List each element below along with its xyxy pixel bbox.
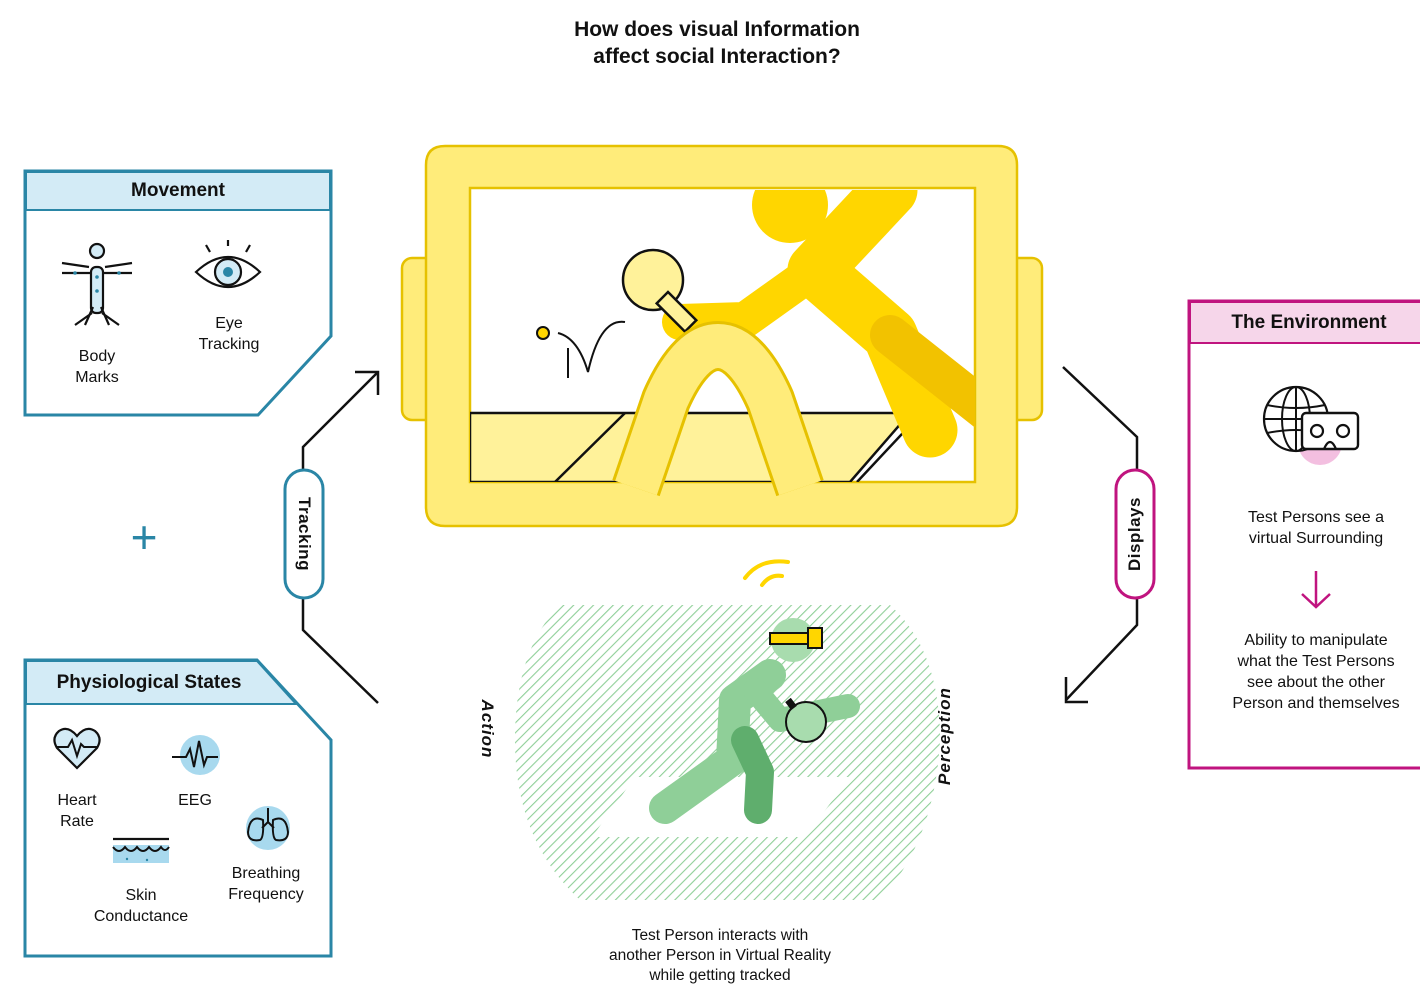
eeg-label: EEG [178, 792, 212, 809]
tracking-label: Tracking [295, 497, 314, 571]
tracking-connector [301, 370, 380, 704]
eeg-icon [172, 735, 220, 775]
environment-text-2: Ability to manipulate what the Test Pers… [1196, 630, 1420, 714]
environment-heading: The Environment [1231, 312, 1387, 333]
player-scene [515, 605, 940, 900]
movement-heading: Movement [131, 180, 225, 201]
skin-conductance-label: Skin Conductance [84, 885, 198, 927]
page-title: How does visual Information affect socia… [460, 16, 974, 70]
environment-text-2-line-4: Person and themselves [1232, 695, 1400, 712]
physiological-heading: Physiological States [56, 672, 242, 693]
skin-line-1: Skin [125, 887, 157, 904]
breathing-line-2: Frequency [228, 886, 304, 903]
skin-line-2: Conductance [93, 908, 189, 925]
environment-text-2-line-2: what the Test Persons [1237, 653, 1395, 670]
eye-icon [194, 240, 262, 288]
body-marks-line-1: Body [78, 348, 116, 365]
environment-text-1-line-1: Test Persons see a [1247, 509, 1385, 526]
displays-pill [1114, 468, 1156, 600]
down-arrow-icon [1301, 571, 1331, 609]
body-marks-label: Body Marks [54, 346, 140, 388]
movement-box [23, 169, 333, 417]
title-line-2: affect social Interaction? [593, 45, 841, 68]
perception-label: Perception [935, 687, 954, 785]
heart-rate-label: Heart Rate [40, 790, 114, 832]
caption-line-2: another Person in Virtual Reality [608, 947, 831, 964]
environment-box [1187, 299, 1420, 770]
caption-line-3: while getting tracked [649, 967, 791, 984]
environment-text-2-line-1: Ability to manipulate [1244, 632, 1388, 649]
breathing-frequency-label: Breathing Frequency [216, 863, 316, 905]
environment-text-1-line-2: virtual Surrounding [1248, 530, 1384, 547]
body-marks-line-2: Marks [75, 369, 119, 386]
breathing-line-1: Breathing [231, 865, 301, 882]
vr-globe-icon [1262, 385, 1360, 465]
environment-text-1: Test Persons see a virtual Surrounding [1196, 507, 1420, 549]
title-line-1: How does visual Information [574, 18, 860, 41]
lungs-icon [246, 806, 290, 850]
scene-caption: Test Person interacts with another Perso… [560, 926, 880, 986]
eye-tracking-line-1: Eye [215, 315, 243, 332]
eye-tracking-label: Eye Tracking [184, 313, 274, 355]
caption-line-1: Test Person interacts with [631, 927, 809, 944]
tracking-pill [283, 468, 325, 600]
skin-icon [112, 837, 170, 863]
action-label: Action [478, 699, 497, 759]
body-marks-icon [61, 242, 133, 326]
environment-text-2-line-3: see about the other [1247, 674, 1385, 691]
heart-rate-line-1: Heart [57, 792, 97, 809]
physiological-box [23, 658, 333, 958]
displays-label: Displays [1125, 497, 1144, 571]
heart-icon [53, 727, 101, 770]
vr-goggles [400, 144, 1044, 528]
plus-sign-text: + [130, 511, 158, 563]
displays-connector [1062, 366, 1139, 704]
heart-rate-line-2: Rate [60, 813, 94, 830]
eye-tracking-line-2: Tracking [198, 336, 260, 353]
signal-icon [743, 559, 790, 587]
